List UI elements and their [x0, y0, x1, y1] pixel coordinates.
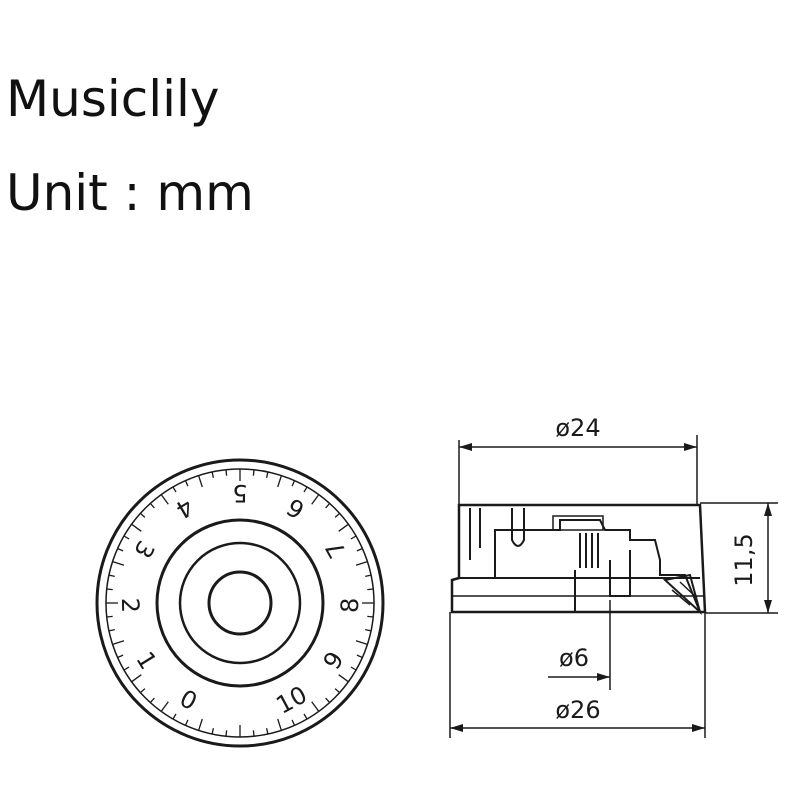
arrow-right — [597, 673, 610, 681]
rim-tick — [277, 475, 283, 488]
dial-number: 5 — [232, 479, 247, 507]
knob-inner-rim — [105, 468, 375, 738]
dial-number: 2 — [116, 597, 144, 613]
dim-base-diameter: ø26 — [555, 696, 600, 724]
dial-number: 4 — [171, 492, 198, 524]
rim-tick — [131, 674, 142, 683]
shaft-bore — [574, 550, 631, 612]
dim-top-diameter: ø24 — [555, 414, 600, 442]
rim-tick — [172, 486, 177, 493]
rim-tick — [338, 674, 349, 683]
rim-tick — [112, 560, 125, 566]
shaft-splines — [579, 533, 599, 568]
rim-tick — [277, 718, 283, 731]
rim-tick — [123, 666, 130, 671]
rim-tick — [365, 628, 372, 632]
arrow-right — [692, 724, 705, 732]
rim-tick — [108, 574, 115, 578]
dial-number: 10 — [272, 681, 312, 720]
arrow-right — [684, 443, 697, 451]
hatch-line — [679, 581, 698, 599]
rim-tick — [160, 701, 169, 712]
rim-tick — [197, 718, 203, 731]
knob-shaft-hole — [207, 570, 273, 636]
rim-tick — [225, 469, 228, 476]
rim-tick — [131, 523, 142, 532]
rim-tick — [184, 480, 189, 487]
rim-tick — [160, 494, 169, 505]
dial-number: 7 — [320, 536, 352, 563]
arrow-left — [450, 724, 463, 732]
rim-tick — [211, 471, 215, 478]
dial-number: 1 — [130, 647, 162, 675]
rim-tick — [311, 494, 320, 505]
rim-tick — [172, 713, 177, 720]
arrow-up — [764, 503, 772, 516]
knob-side-view: ø24 ø6 ø26 11,5 — [449, 414, 778, 738]
rim-tick — [112, 640, 125, 646]
rim-tick — [252, 469, 255, 476]
knob-cap-ring-outer — [155, 518, 325, 688]
rim-tick — [197, 475, 203, 488]
rim-tick — [303, 486, 308, 493]
dim-shaft-diameter: ø6 — [559, 644, 589, 672]
knob-front-view: 01 2 34 5 67 8 910 — [95, 458, 385, 748]
dim-height: 11,5 — [730, 533, 758, 586]
section-insert — [552, 515, 604, 531]
rim-tick — [106, 615, 113, 618]
brand-title: Musiclily — [6, 70, 220, 128]
rim-tick — [365, 574, 372, 578]
rim-tick — [108, 628, 115, 632]
dial-number: 6 — [282, 492, 309, 524]
rim-tick — [356, 547, 363, 552]
rim-tick — [211, 728, 215, 735]
rim-ticks — [106, 469, 374, 737]
rim-tick — [291, 719, 296, 726]
rim-tick — [265, 728, 269, 735]
rim-tick — [325, 697, 331, 704]
arrow-left — [459, 443, 472, 451]
arrow-down — [764, 600, 772, 613]
rim-tick — [355, 560, 368, 566]
hatch-line — [671, 589, 691, 606]
dial-number: 8 — [336, 597, 364, 613]
rim-tick — [225, 730, 228, 737]
rim-tick — [334, 688, 341, 694]
rim-tick — [355, 640, 368, 646]
hatch-area — [662, 573, 702, 616]
rim-tick — [149, 697, 155, 704]
dial-numbers: 01 2 34 5 67 8 910 — [116, 479, 364, 720]
rim-tick — [367, 588, 374, 591]
rim-tick — [325, 502, 331, 509]
rim-tick — [303, 713, 308, 720]
rim-tick — [149, 502, 155, 509]
rim-tick — [106, 588, 113, 591]
rim-tick — [139, 512, 146, 518]
rim-tick — [117, 547, 124, 552]
knurl-groove — [511, 508, 525, 547]
rim-tick — [350, 666, 357, 671]
dial-number: 9 — [318, 647, 350, 675]
rim-tick — [356, 654, 363, 659]
rim-tick — [367, 615, 374, 618]
rim-tick — [350, 535, 357, 540]
rim-tick — [291, 480, 296, 487]
rim-tick — [117, 654, 124, 659]
rim-tick — [139, 688, 146, 694]
dial-number: 0 — [175, 684, 202, 716]
rim-tick — [184, 719, 189, 726]
rim-tick — [334, 512, 341, 518]
rim-tick — [338, 523, 349, 532]
dial-number: 3 — [128, 536, 160, 563]
unit-label: Unit : mm — [6, 164, 254, 222]
knob-outer-rim — [95, 458, 385, 748]
rim-tick — [123, 535, 130, 540]
knob-cap-ring-middle — [178, 541, 302, 665]
rim-tick — [311, 701, 320, 712]
rim-tick — [252, 730, 255, 737]
rim-tick — [265, 471, 269, 478]
